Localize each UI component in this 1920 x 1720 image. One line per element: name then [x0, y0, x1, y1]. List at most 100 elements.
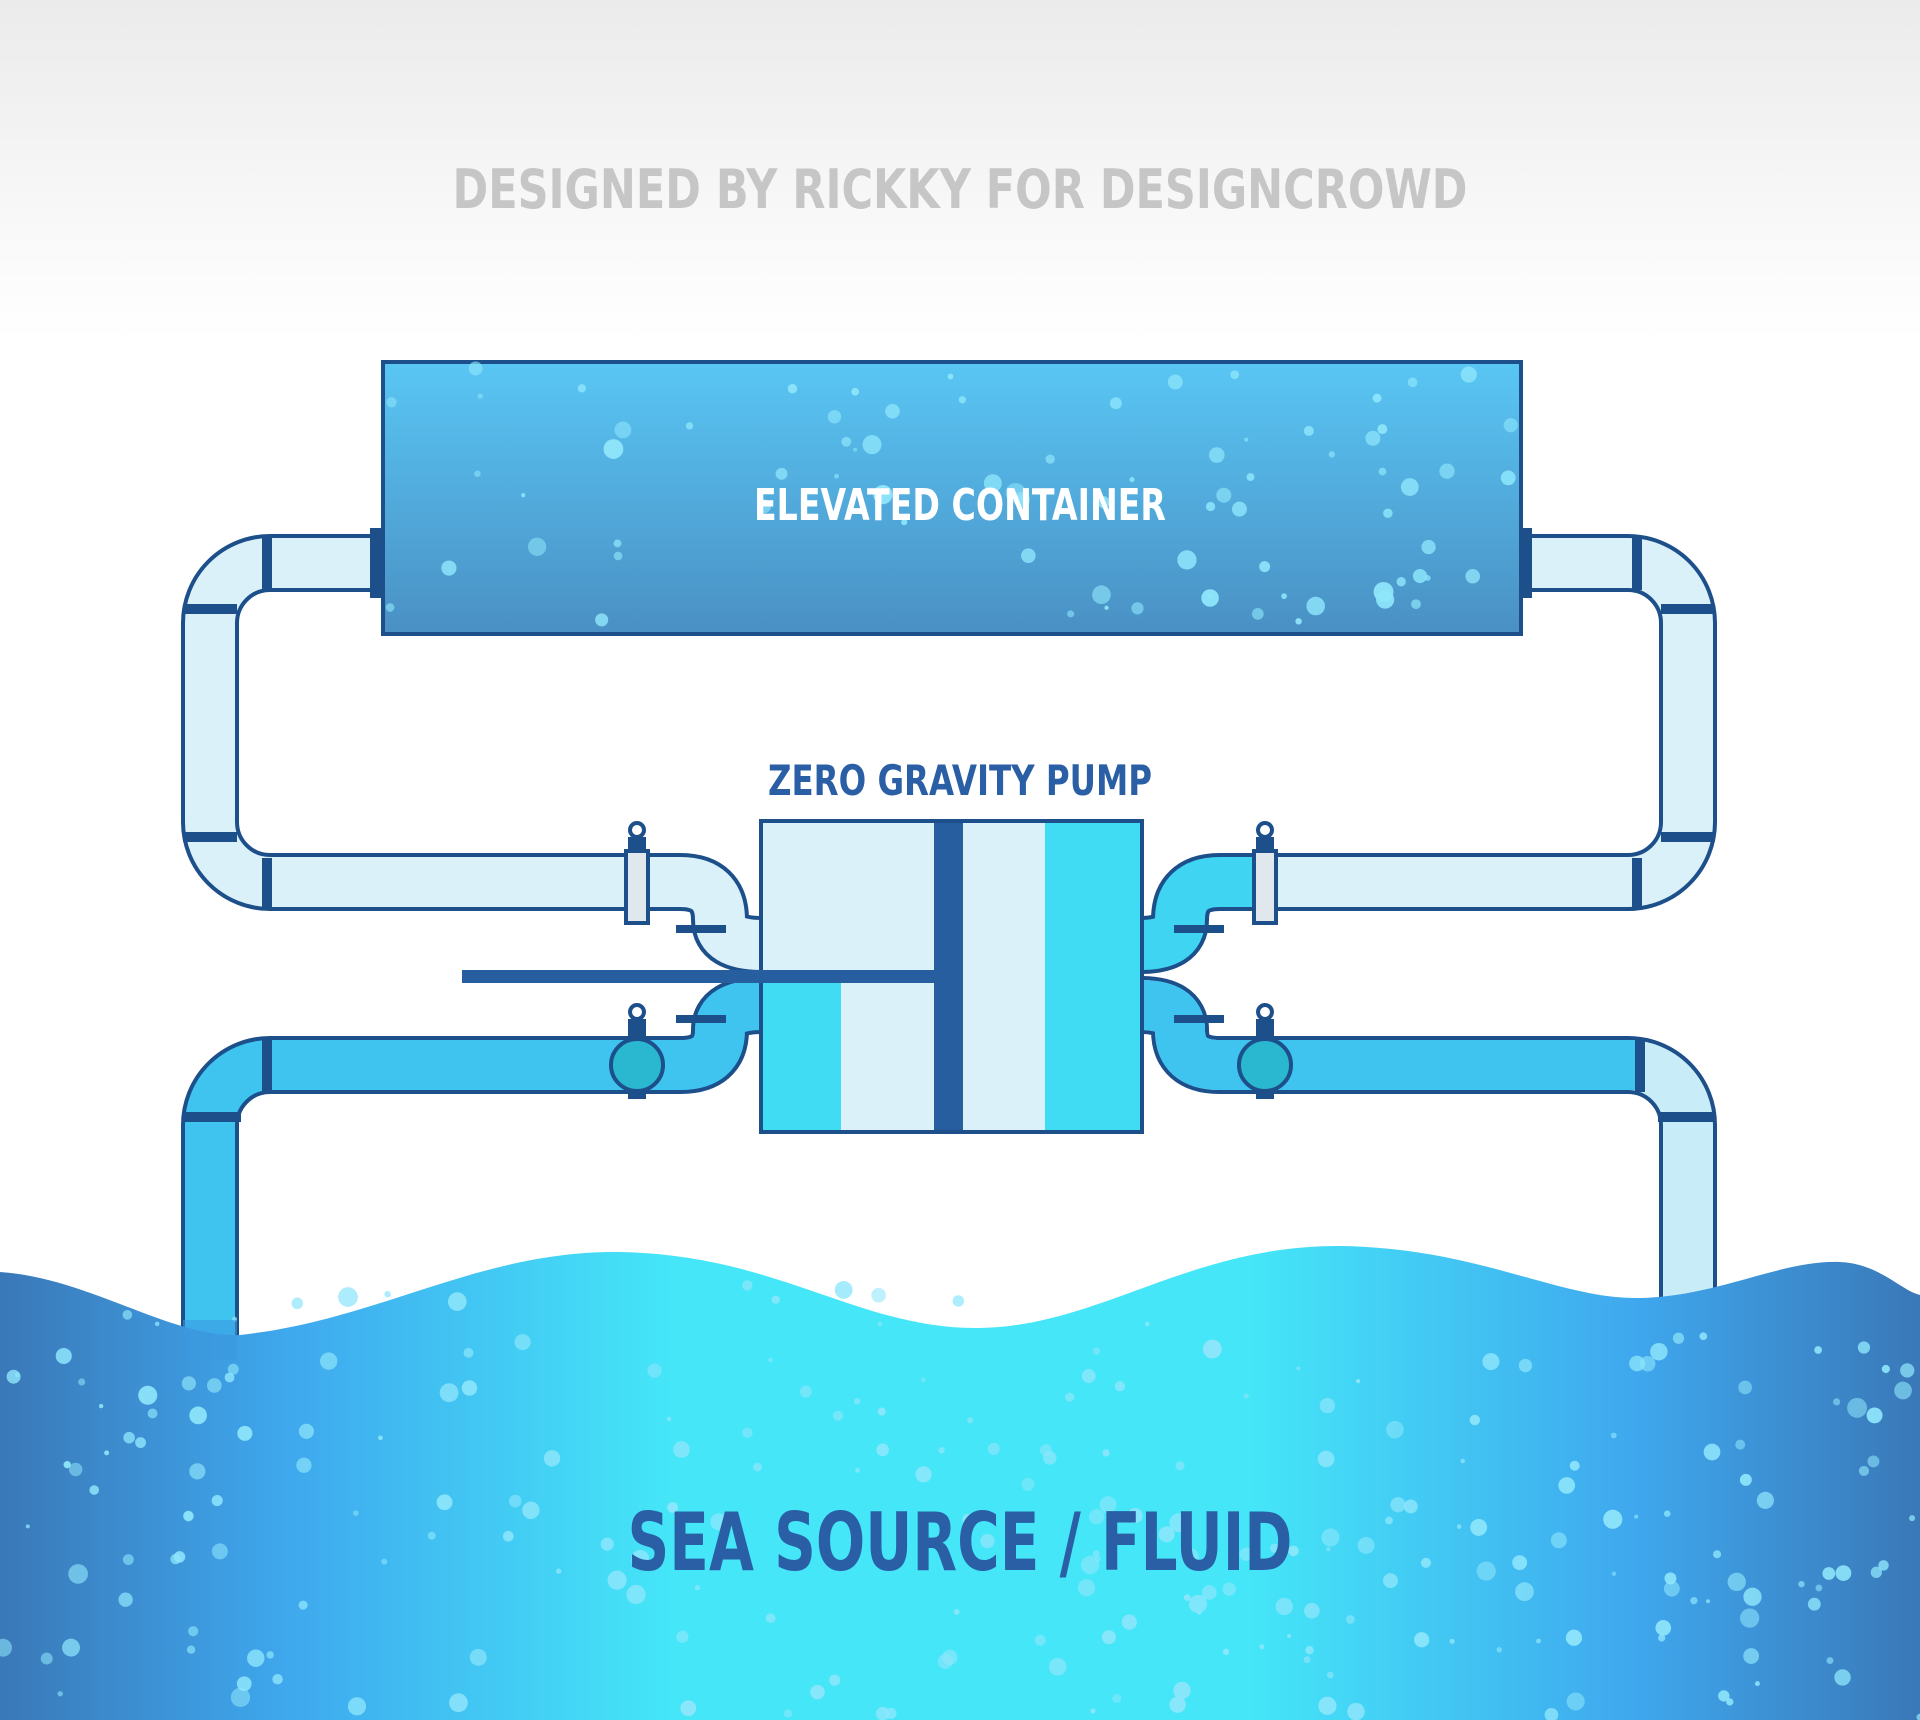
bubble: [938, 1447, 945, 1454]
bubble: [1386, 1420, 1404, 1439]
bubble: [104, 1450, 110, 1456]
bubble: [1460, 366, 1477, 383]
bubble: [40, 1652, 53, 1665]
bubble: [947, 373, 954, 380]
bubble: [1847, 1397, 1868, 1418]
pipe-clamp: [1632, 858, 1642, 910]
pump-piston-plate: [934, 823, 963, 1130]
bubble: [1121, 1614, 1137, 1630]
bubble: [1099, 1496, 1117, 1514]
bubble: [1094, 1556, 1101, 1563]
bubble: [1815, 1584, 1823, 1592]
bubble: [626, 1584, 646, 1605]
bubble: [1807, 1597, 1821, 1611]
bubble: [1735, 1439, 1746, 1450]
bubble: [381, 1558, 388, 1565]
bubble: [1167, 374, 1183, 390]
pipe-clamp: [1174, 1015, 1224, 1023]
bubble: [272, 1673, 283, 1685]
bubble: [1080, 1555, 1100, 1575]
bubble: [1090, 1708, 1096, 1714]
bubble: [953, 1608, 960, 1615]
bubble: [211, 1494, 223, 1507]
bubble: [1287, 1634, 1292, 1639]
bubble: [775, 467, 788, 480]
bubble: [63, 1460, 71, 1469]
bubble: [827, 410, 842, 424]
pipe-clamp: [1661, 604, 1715, 614]
bubble: [1718, 1690, 1730, 1702]
bubble: [386, 397, 397, 408]
bubble: [385, 603, 395, 612]
bubble: [1650, 1342, 1668, 1361]
bubble: [1173, 1681, 1191, 1700]
bubble: [98, 1403, 104, 1409]
bubble: [14, 1372, 20, 1378]
bubble: [1021, 1477, 1035, 1491]
bubble: [1216, 487, 1232, 503]
bubble: [1569, 1460, 1580, 1471]
bubble: [1740, 1608, 1760, 1628]
bubble: [1295, 618, 1302, 625]
bubble: [1068, 1539, 1074, 1544]
bubble: [474, 470, 481, 477]
bubble: [1097, 496, 1110, 509]
bubble: [676, 1630, 689, 1643]
bubble: [227, 1363, 239, 1375]
bubble: [1396, 577, 1406, 587]
credit-text: DESIGNED BY RICKKY FOR DESIGNCROWD: [453, 158, 1468, 221]
bubble: [1317, 1450, 1335, 1468]
bubble: [1175, 1461, 1185, 1471]
bubble: [834, 473, 839, 479]
pipe-clamp: [676, 925, 726, 933]
bubble: [461, 1380, 478, 1396]
bubble: [224, 1372, 235, 1383]
bubble: [577, 384, 587, 393]
bubble: [667, 1502, 678, 1513]
bubble: [1251, 608, 1264, 620]
bubble: [915, 1466, 932, 1483]
bubble: [1894, 1381, 1912, 1400]
bubble: [207, 1378, 222, 1393]
bubble: [1713, 1550, 1722, 1559]
bubble: [614, 421, 632, 439]
bubble: [1201, 589, 1219, 607]
pipe-clamp: [676, 1015, 726, 1023]
bubble: [1611, 1571, 1617, 1576]
bubble: [183, 1510, 194, 1522]
bubble: [1469, 1414, 1481, 1426]
bubble: [987, 1442, 1000, 1455]
bubble: [1202, 1339, 1222, 1359]
bubble: [1177, 550, 1197, 570]
bubble: [147, 1408, 158, 1419]
bubble: [1222, 1582, 1237, 1596]
pipe-clamp: [183, 1112, 241, 1122]
bubble: [757, 499, 772, 514]
bubble: [527, 537, 547, 556]
bubble: [266, 1651, 274, 1659]
bubble: [1866, 1407, 1883, 1424]
bubble: [89, 1485, 100, 1495]
bubble: [1655, 1620, 1672, 1636]
bubble: [1144, 1321, 1150, 1327]
bubble: [694, 1584, 701, 1591]
bubble: [1663, 1510, 1671, 1517]
bubble: [1365, 430, 1381, 446]
bubble: [1275, 1597, 1293, 1616]
bubble: [427, 1531, 436, 1540]
pipe-clamp: [1632, 538, 1642, 590]
bubble: [1318, 1696, 1337, 1715]
bubble: [980, 1533, 995, 1549]
bubble: [1357, 1537, 1375, 1554]
bubble: [291, 1297, 304, 1310]
bubble: [1048, 1657, 1067, 1676]
bubble: [1727, 1572, 1746, 1592]
bubble: [1347, 1702, 1365, 1720]
bubble: [1102, 1449, 1110, 1457]
bubble: [1703, 1443, 1721, 1461]
bubble: [1385, 1516, 1393, 1525]
bubble: [449, 1693, 468, 1713]
bubble: [211, 1543, 228, 1560]
bubble: [1088, 1509, 1105, 1525]
